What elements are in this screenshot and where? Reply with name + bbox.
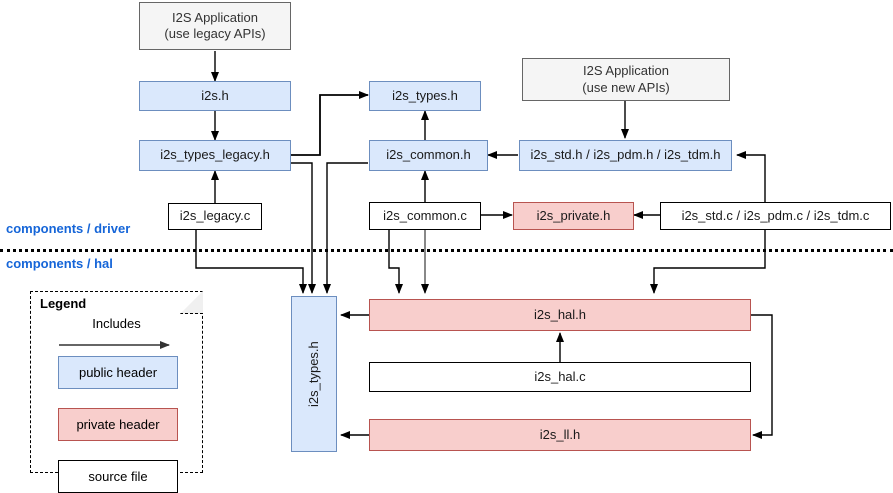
arrow-common-h-to-types-vert [323,162,368,294]
node-i2s-legacy-c: i2s_legacy.c [168,203,262,230]
node-i2s-h: i2s.h [139,81,291,111]
legend-swatch-private-header: private header [58,408,178,441]
legend-panel: Legend Includes public header private he… [30,291,203,493]
node-i2s-std-c: i2s_std.c / i2s_pdm.c / i2s_tdm.c [660,202,891,230]
section-divider-line [0,249,893,252]
arrow-std-c-to-std-h [736,151,766,203]
legend-title: Legend [40,296,87,311]
node-i2s-common-h: i2s_common.h [369,140,488,171]
legend-swatch-public-header: public header [58,356,178,389]
legend-includes-label: Includes [92,316,141,331]
node-i2s-private-h: i2s_private.h [513,202,634,230]
arrow-std-c-to-hal-h [650,230,766,294]
legend-includes-arrow-icon [59,341,170,349]
node-app-legacy-line1: I2S Application [171,9,258,25]
legend-fold-corner [180,291,203,314]
node-i2s-hal-c: i2s_hal.c [369,362,751,392]
node-app-legacy-line2: (use legacy APIs) [164,26,266,41]
node-i2s-types-legacy-h: i2s_types_legacy.h [139,140,291,171]
divider-label-hal: components / hal [6,256,113,271]
divider-label-driver: components / driver [6,221,131,236]
node-i2s-hal-h: i2s_hal.h [369,299,751,331]
legend-swatch-source-file: source file [58,460,178,493]
node-i2s-common-c: i2s_common.c [369,202,481,230]
node-i2s-std-h: i2s_std.h / i2s_pdm.h / i2s_tdm.h [519,140,732,171]
arrow-common-c-left-to-hal-h [388,230,403,294]
node-i2s-types-h-vertical: i2s_types.h [291,296,337,452]
node-app-new: I2S Application (use new APIs) [522,58,730,101]
node-app-legacy: I2S Application (use legacy APIs) [139,2,291,50]
arrow-types-legacy-to-types-top [291,91,369,156]
node-i2s-types-h-top: i2s_types.h [369,81,481,111]
node-app-new-line2: (use new APIs) [582,79,670,95]
arrow-hal-h-to-ll-h [751,314,773,439]
node-i2s-ll-h: i2s_ll.h [369,419,751,451]
node-app-new-line1: I2S Application [582,63,669,79]
arrow-types-legacy-to-types-vert [291,162,316,294]
